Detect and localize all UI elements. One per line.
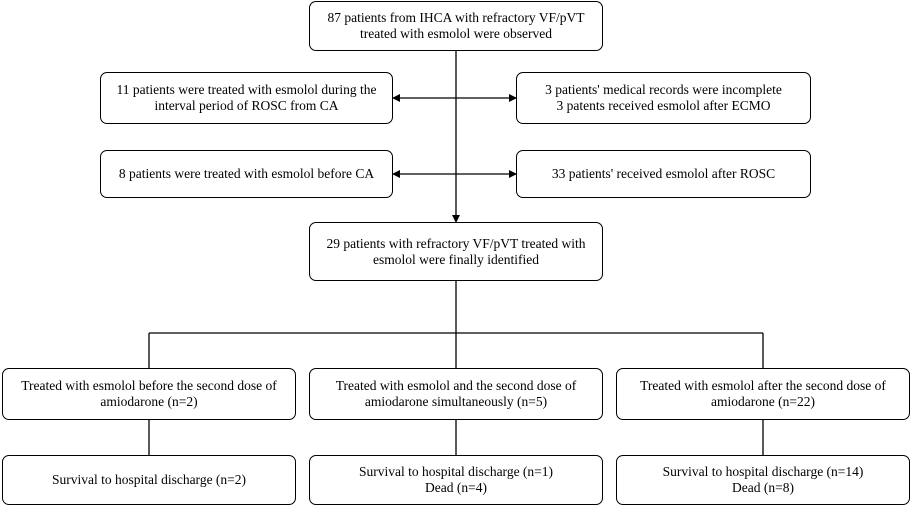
exclusion-box-records: 3 patients' medical records were incompl… (516, 72, 811, 124)
outcome-box-after: Survival to hospital discharge (n=14) De… (616, 455, 910, 505)
group-box-before: Treated with esmolol before the second d… (2, 368, 296, 420)
exclusion-interval-line2: interval period of ROSC from CA (154, 98, 339, 113)
outcome-box-before: Survival to hospital discharge (n=2) (2, 455, 296, 505)
outcome-after-line1: Survival to hospital discharge (n=14) (662, 464, 864, 479)
top-box-line2: treated with esmolol were observed (360, 26, 552, 41)
group-box-after: Treated with esmolol after the second do… (616, 368, 910, 420)
outcome-simultaneous-line1: Survival to hospital discharge (n=1) (358, 464, 554, 479)
exclusion-after-rosc-line1: 33 patients' received esmolol after ROSC (551, 166, 776, 181)
exclusion-interval-line1: 11 patients were treated with esmolol du… (116, 82, 377, 97)
outcome-simultaneous-line2: Dead (n=4) (425, 480, 487, 495)
identified-line2: esmolol were finally identified (372, 251, 540, 267)
group-simultaneous-line1: Treated with esmolol and the second dose… (335, 378, 577, 393)
group-simultaneous-line2: amiodarone simultaneously (n=5) (364, 394, 548, 409)
identified-line1: 29 patients with refractory VF/pVT treat… (326, 235, 586, 251)
exclusion-box-interval: 11 patients were treated with esmolol du… (100, 72, 393, 124)
exclusion-box-before-ca: 8 patients were treated with esmolol bef… (100, 150, 393, 198)
outcome-before-line1: Survival to hospital discharge (n=2) (51, 472, 247, 487)
outcome-after-line2: Dead (n=8) (732, 480, 794, 495)
exclusion-records-line1: 3 patients' medical records were incompl… (545, 82, 782, 97)
group-after-line1: Treated with esmolol after the second do… (640, 378, 886, 393)
exclusion-before-ca-line1: 8 patients were treated with esmolol bef… (118, 166, 375, 181)
group-before-line2: amiodarone (n=2) (100, 394, 198, 409)
group-box-simultaneous: Treated with esmolol and the second dose… (309, 368, 603, 420)
top-box-observed: 87 patients from IHCA with refractory VF… (309, 1, 603, 51)
exclusion-box-after-rosc: 33 patients' received esmolol after ROSC (516, 150, 811, 198)
identified-box: 29 patients with refractory VF/pVT treat… (309, 222, 603, 281)
group-after-line2: amiodarone (n=22) (711, 394, 815, 409)
group-before-line1: Treated with esmolol before the second d… (21, 378, 277, 393)
top-box-line1: 87 patients from IHCA with refractory VF… (327, 10, 585, 25)
outcome-box-simultaneous: Survival to hospital discharge (n=1) Dea… (309, 455, 603, 505)
exclusion-records-line2: 3 patents received esmolol after ECMO (556, 98, 771, 113)
